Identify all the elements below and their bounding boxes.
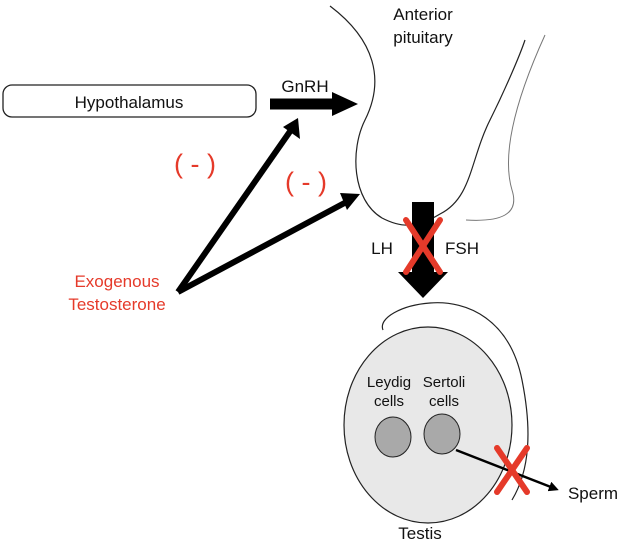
leydig-cell xyxy=(374,416,412,458)
feedback-arrowhead-hypothalamus xyxy=(283,118,300,139)
testis-label: Testis xyxy=(398,524,441,543)
anterior-pituitary-label-line1: Anterior xyxy=(393,5,453,24)
negative-feedback-label-2: ( - ) xyxy=(285,167,327,197)
anterior-pituitary-label-line2: pituitary xyxy=(393,28,453,47)
block-x-lh-fsh xyxy=(403,217,443,275)
leydig-label-line2: cells xyxy=(374,393,404,410)
sperm-label: Sperm xyxy=(568,484,618,503)
hypothalamus-label: Hypothalamus xyxy=(75,93,184,112)
exogenous-testosterone-label-line1: Exogenous xyxy=(74,272,159,291)
sertoli-label-line1: Sertoli xyxy=(423,374,466,391)
sperm-arrow xyxy=(455,448,559,492)
lh-label: LH xyxy=(371,239,393,258)
sertoli-label-line2: cells xyxy=(429,393,459,410)
feedback-arrowhead-pituitary xyxy=(340,193,360,210)
lh-fsh-arrow-head xyxy=(398,272,448,298)
gnrh-arrow-head xyxy=(332,92,358,116)
feedback-arrow-to-hypothalamus xyxy=(175,128,294,294)
leydig-label-line1: Leydig xyxy=(367,374,411,391)
block-x-sperm xyxy=(494,445,530,495)
fsh-label: FSH xyxy=(445,239,479,258)
gnrh-label: GnRH xyxy=(281,77,328,96)
exogenous-testosterone-label-line2: Testosterone xyxy=(68,295,165,314)
feedback-arrow-to-pituitary xyxy=(176,196,354,295)
pituitary-back-outline xyxy=(465,34,546,221)
sertoli-cell xyxy=(423,413,461,455)
hypothalamus-box xyxy=(2,84,257,118)
negative-feedback-label-1: ( - ) xyxy=(174,149,216,179)
